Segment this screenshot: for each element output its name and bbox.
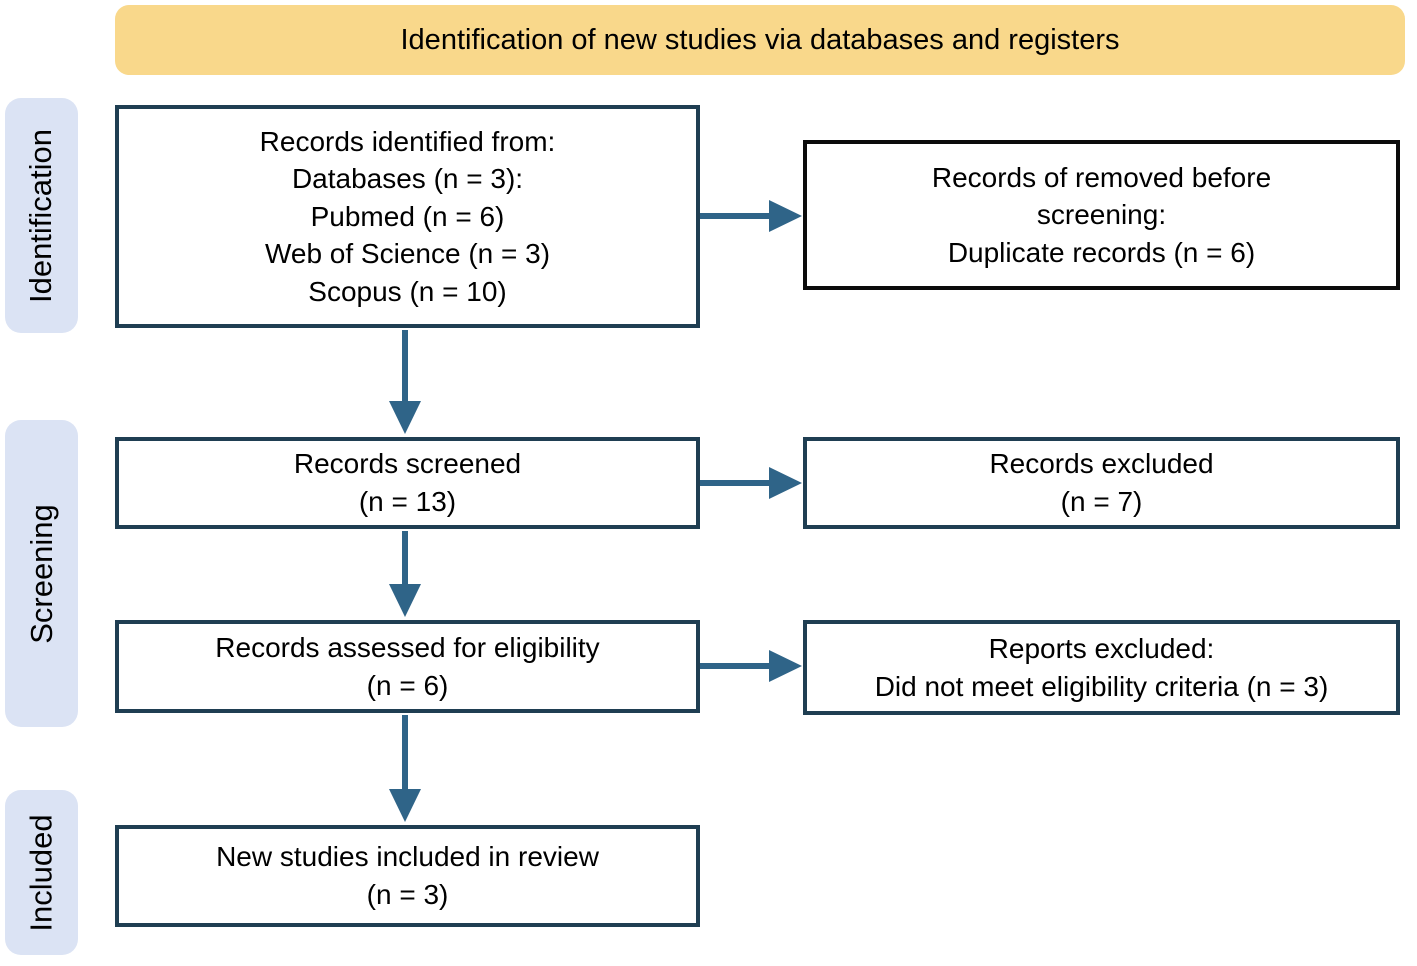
box-line: Records identified from: — [259, 125, 556, 157]
box-line: Records excluded — [989, 448, 1214, 480]
arrow-identified-to-removed — [700, 200, 802, 232]
box-records-excluded: Records excluded (n = 7) — [803, 437, 1400, 529]
stage-label-identification: Identification — [5, 98, 78, 333]
box-line: (n = 7) — [1060, 486, 1143, 517]
box-line: Web of Science (n = 3) — [264, 238, 551, 270]
arrow-screened-to-assessed — [389, 531, 421, 617]
box-line: screening: — [1036, 199, 1167, 231]
box-new-studies-included: New studies included in review (n = 3) — [115, 825, 700, 927]
diagram-title-banner: Identification of new studies via databa… — [115, 5, 1405, 75]
box-line: Records of removed before — [931, 161, 1272, 193]
box-records-identified: Records identified from: Databases (n = … — [115, 105, 700, 328]
box-line: Records assessed for eligibility — [215, 631, 600, 663]
arrow-identified-to-screened — [389, 330, 421, 434]
box-line: Duplicate records (n = 6) — [947, 236, 1256, 268]
box-line: (n = 3) — [366, 879, 449, 910]
box-line: Databases (n = 3): — [291, 163, 524, 195]
arrow-assessed-to-reports-excluded — [700, 650, 802, 682]
arrow-assessed-to-included — [389, 715, 421, 822]
arrow-screened-to-excluded — [700, 467, 802, 499]
diagram-title: Identification of new studies via databa… — [400, 23, 1120, 56]
stage-label-screening: Screening — [5, 420, 78, 727]
box-records-removed-before-screening: Records of removed before screening: Dup… — [803, 140, 1400, 290]
stage-label-text: Identification — [23, 128, 59, 303]
box-line: Records screened — [293, 448, 522, 480]
box-reports-excluded: Reports excluded: Did not meet eligibili… — [803, 620, 1400, 715]
box-line: New studies included in review — [216, 841, 599, 873]
stage-label-text: Included — [23, 813, 59, 932]
box-line: (n = 13) — [358, 486, 457, 517]
box-line: Pubmed (n = 6) — [310, 200, 505, 232]
box-records-assessed: Records assessed for eligibility (n = 6) — [115, 620, 700, 713]
box-line: (n = 6) — [366, 669, 449, 701]
box-line: Did not meet eligibility criteria (n = 3… — [874, 670, 1329, 702]
box-records-screened: Records screened (n = 13) — [115, 437, 700, 529]
box-line: Scopus (n = 10) — [308, 275, 507, 307]
stage-label-text: Screening — [23, 503, 59, 644]
box-line: Reports excluded: — [988, 632, 1215, 664]
stage-label-included: Included — [5, 790, 78, 955]
